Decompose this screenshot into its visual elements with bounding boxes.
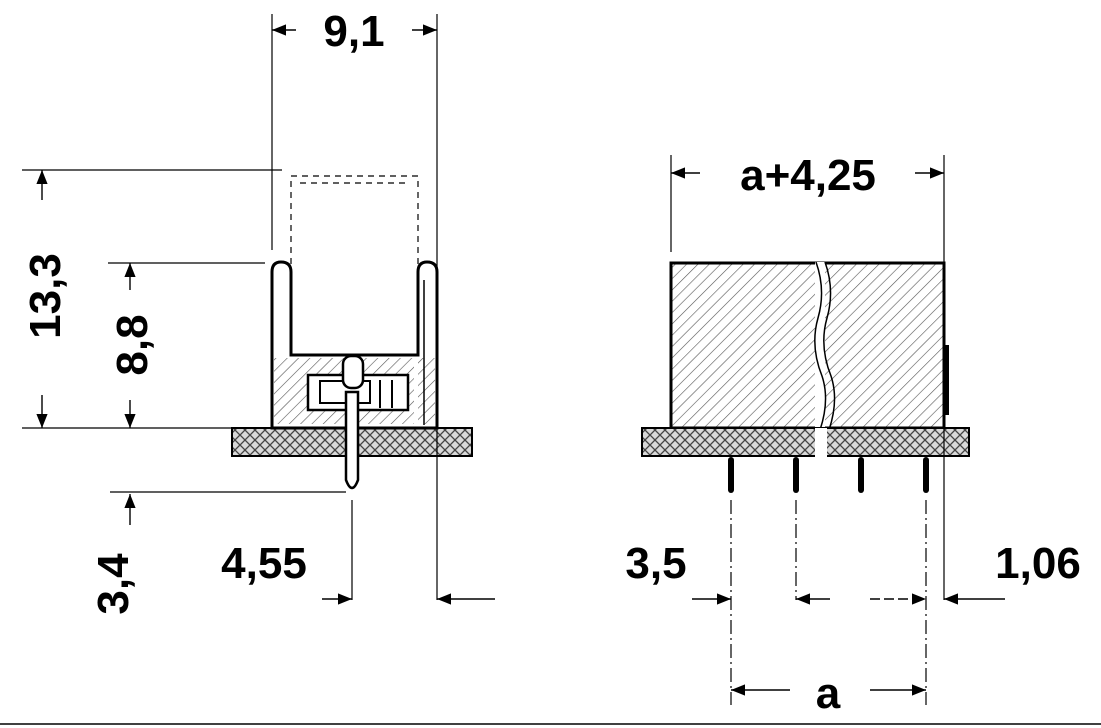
dim-3-5: 3,5	[625, 539, 686, 588]
side-view: 9,1 13,3 8,8 3,4 4,55	[21, 7, 495, 615]
dim-a-plus-4-25: a+4,25	[740, 151, 876, 200]
dim-13-3: 13,3	[21, 253, 70, 339]
front-view: a+4,25 3,5 1,06 a	[625, 151, 1080, 718]
dim-8-8: 8,8	[108, 314, 157, 375]
dim-1-06: 1,06	[995, 539, 1081, 588]
pcb-board-right	[641, 427, 970, 457]
mating-plug-dashed	[290, 175, 419, 264]
dim-9-1: 9,1	[323, 7, 384, 56]
dim-3-4: 3,4	[89, 553, 138, 615]
connector-body-front	[669, 261, 946, 430]
pin-side	[344, 390, 360, 490]
dim-4-55: 4,55	[221, 539, 307, 588]
dim-a: a	[816, 669, 841, 718]
